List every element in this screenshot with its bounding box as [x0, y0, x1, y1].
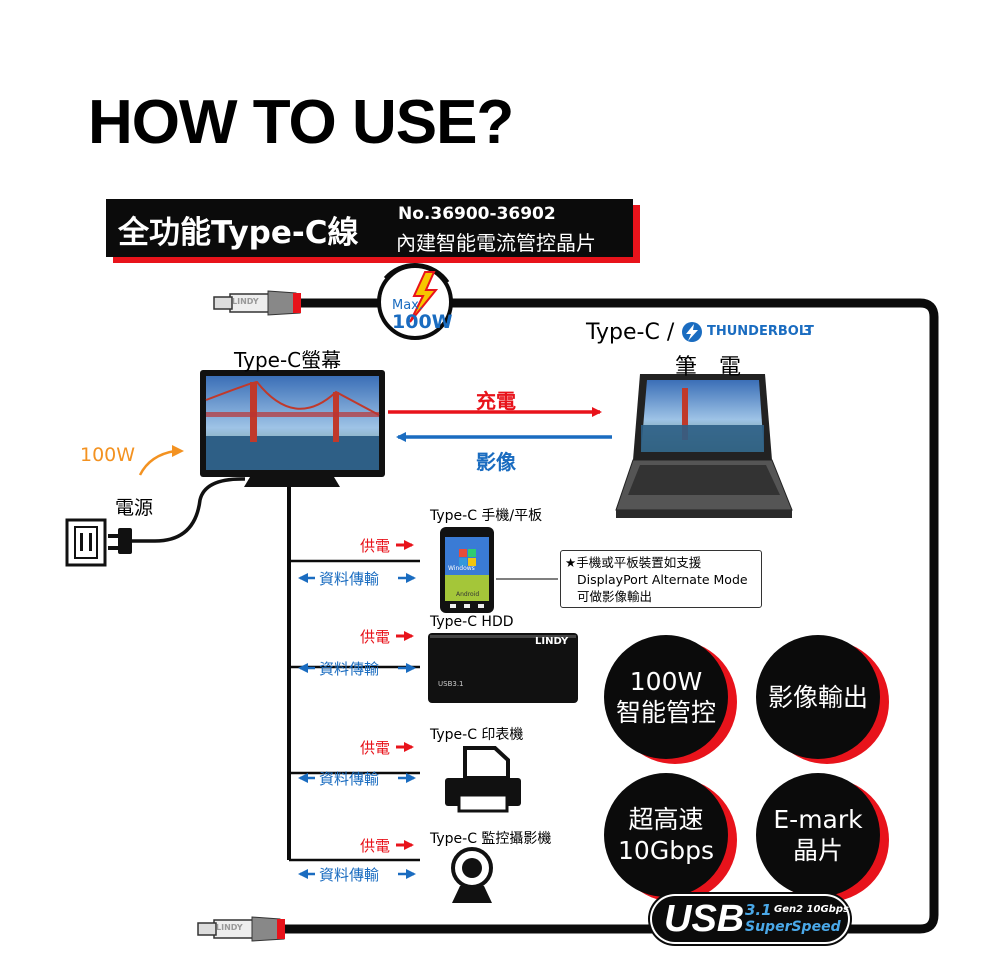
data-label-camera: 資料傳輸 — [319, 866, 380, 884]
page-title: HOW TO USE? — [88, 88, 514, 157]
bottom-plug — [197, 916, 285, 942]
device-name-printer: Type-C 印表機 — [430, 727, 524, 743]
thunderbolt-num: 3 — [803, 324, 813, 339]
data-label-hdd: 資料傳輸 — [319, 660, 380, 678]
note-line-2: DisplayPort Alternate Mode — [577, 572, 748, 587]
note-line-1: ★手機或平板裝置如支援 — [565, 555, 702, 570]
thunderbolt-icon — [682, 322, 702, 342]
video-label: 影像 — [476, 450, 516, 474]
feature-circle-speed: 超高速 10Gbps — [604, 773, 728, 897]
chip-text: 內建智能電流管控晶片 — [396, 231, 596, 255]
laptop-label-prefix: Type-C / — [586, 320, 675, 345]
webcam-graphic — [451, 847, 493, 903]
feature-circle-emark: E-mark 晶片 — [756, 773, 880, 897]
phone-android-text: Android — [456, 591, 480, 598]
data-label-phone: 資料傳輸 — [319, 570, 380, 588]
thunderbolt-name: THUNDERBOLT — [707, 324, 814, 339]
feature-circle-video: 影像輸出 — [756, 635, 880, 759]
note-line-3: 可做影像輸出 — [577, 589, 653, 604]
charge-label: 充電 — [476, 389, 516, 413]
hdd-graphic — [428, 633, 578, 703]
device-tree-lines — [289, 559, 420, 862]
phone-graphic — [440, 527, 494, 613]
model-number: No.36900-36902 — [398, 204, 556, 224]
data-label-printer: 資料傳輸 — [319, 770, 380, 788]
plug-brand-bottom: LINDY — [216, 923, 243, 932]
monitor-graphic — [200, 370, 385, 487]
power-outlet-graphic — [65, 477, 246, 567]
alt-mode-note: ★手機或平板裝置如支援 DisplayPort Alternate Mode 可… — [560, 550, 762, 608]
badge-watt: 100W — [392, 311, 453, 333]
power-watt-label: 100W — [80, 444, 136, 466]
device-name-camera: Type-C 監控攝影機 — [430, 831, 552, 847]
banner-main-text: 全功能Type-C線 — [118, 215, 359, 251]
power-source-label: 電源 — [115, 497, 154, 519]
laptop-graphic — [615, 374, 793, 518]
main-cable — [270, 298, 939, 934]
top-plug — [213, 290, 301, 316]
device-name-hdd: Type-C HDD — [430, 614, 514, 630]
power-label-printer: 供電 — [360, 739, 391, 757]
hdd-port: USB3.1 — [438, 680, 464, 688]
laptop-label: 筆 電 — [675, 355, 742, 380]
power-in-arrow — [138, 449, 176, 476]
phone-windows-text: Windows — [448, 565, 475, 572]
max-100w-badge-graphic — [377, 263, 453, 340]
plug-brand-top: LINDY — [232, 297, 259, 306]
power-label-phone: 供電 — [360, 537, 391, 555]
hdd-brand: LINDY — [535, 636, 569, 647]
feature-circle-100w: 100W 智能管控 — [604, 635, 728, 759]
device-name-phone: Type-C 手機/平板 — [430, 508, 543, 524]
power-label-hdd: 供電 — [360, 628, 391, 646]
power-label-camera: 供電 — [360, 837, 391, 855]
usb-superspeed-logo: USB 3.1 Gen2 10Gbps SuperSpeed — [652, 896, 849, 942]
product-banner: 全功能Type-C線 No.36900-36902 內建智能電流管控晶片 — [106, 199, 633, 257]
monitor-label: Type-C螢幕 — [234, 348, 342, 372]
printer-graphic — [445, 746, 521, 813]
badge-max: Max. — [392, 298, 424, 313]
device-flow-arrows — [298, 540, 416, 879]
